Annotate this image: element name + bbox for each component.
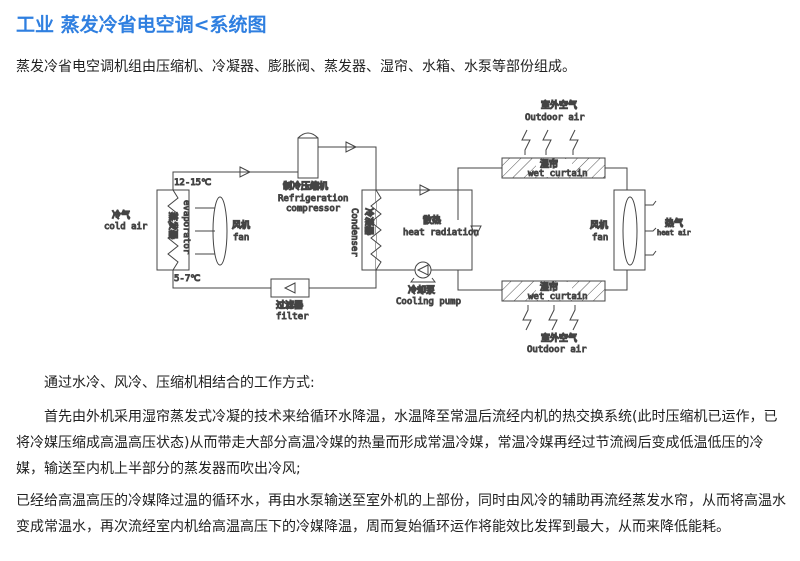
- paragraph-1: 通过水冷、风冷、压缩机相结合的工作方式:: [44, 375, 315, 391]
- intro-text: 蒸发冷省电空调机组由压缩机、冷凝器、膨胀阀、蒸发器、湿帘、水箱、水泵等部份组成。: [16, 59, 576, 75]
- condenser-label-cn: 冷凝器: [363, 208, 375, 236]
- fan2-label-en: fan: [592, 233, 608, 243]
- outdoor-air-top-label-en: Outdoor air: [525, 113, 585, 123]
- paragraph-3: 已经给高温高压的冷媒降过温的循环水，再由水泵输送至室外机的上部份，同时由风冷的辅…: [16, 493, 786, 535]
- outdoor-air-arrows-bottom: [522, 305, 579, 331]
- compressor-label-en: Refrigeration: [278, 194, 348, 204]
- heat-air-label-en: heat air: [657, 229, 691, 237]
- evaporator-label-en: evaporator: [181, 200, 191, 255]
- heat-radiation-label-en: heat radiation: [403, 228, 479, 238]
- fan-label-en: fan: [233, 233, 249, 243]
- condenser-label-en: Condenser: [349, 208, 359, 257]
- wet-curtain-top-label-cn: 湿帘: [540, 158, 558, 170]
- outdoor-air-arrows-top: [521, 129, 579, 155]
- temp-low: 5-7℃: [174, 274, 200, 284]
- fan-unit: [613, 189, 646, 271]
- fan-label-cn: 风机: [232, 219, 250, 231]
- fan-icon: [195, 196, 228, 266]
- wet-curtain-bottom-label-cn: 湿帘: [540, 281, 558, 293]
- fan2-icon: [622, 196, 657, 266]
- filter: [270, 278, 310, 298]
- outdoor-air-bottom-label-en: Outdoor air: [527, 345, 587, 355]
- cold-air-label-cn: 冷气: [112, 209, 130, 221]
- cold-air-label-en: cold air: [104, 222, 148, 232]
- fan2-label-cn: 风机: [590, 219, 608, 231]
- temp-high: 12-15℃: [174, 178, 211, 188]
- filter-label-en: filter: [276, 312, 309, 322]
- pump-label-en: Cooling pump: [396, 297, 461, 307]
- refrigerant-loop: [172, 141, 377, 289]
- condenser-coil: [370, 189, 382, 271]
- evaporator-label-cn: 蒸发器: [167, 212, 179, 240]
- outdoor-air-bottom-label-cn: 室外空气: [541, 332, 577, 344]
- wet-curtain-bottom-label-en: wet curtain: [528, 292, 588, 302]
- compressor-label-en2: compressor: [286, 204, 341, 214]
- page-title: 工业 蒸发冷省电空调<系统图: [16, 14, 267, 36]
- cooling-pump-icon: [410, 261, 436, 283]
- heat-radiation-label-cn: 散热: [423, 214, 441, 226]
- heat-air-label-cn: 热气: [665, 217, 683, 229]
- filter-label-cn: 过滤器: [276, 299, 304, 311]
- evaporator-coil: [167, 189, 179, 271]
- pump-label-cn: 冷却泵: [408, 284, 436, 296]
- paragraph-2: 首先由外机采用湿帘蒸发式冷凝的技术来给循环水降温，水温降至常温后流经内机的热交换…: [16, 409, 778, 477]
- outdoor-air-top-label-cn: 室外空气: [541, 99, 577, 111]
- wet-curtain-top-label-en: wet curtain: [528, 169, 588, 179]
- compressor: [297, 132, 319, 179]
- compressor-label-cn: 制冷压缩机: [283, 180, 328, 192]
